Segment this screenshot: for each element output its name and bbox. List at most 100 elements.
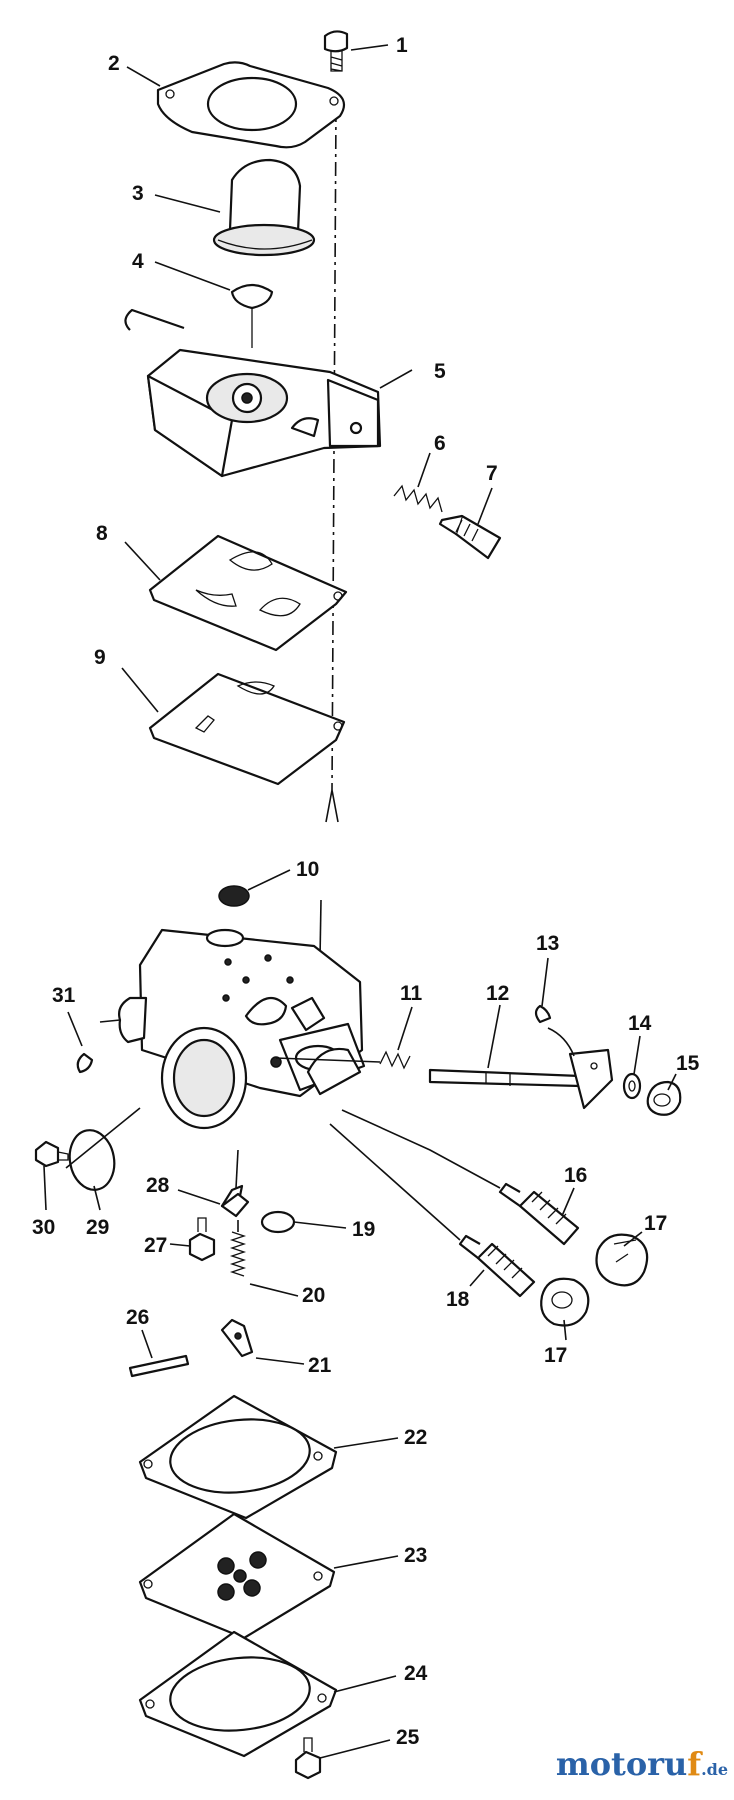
leader-2 [126, 66, 161, 87]
leader-17b [563, 1319, 567, 1341]
leader-27 [169, 1243, 191, 1247]
watermark-text-main: motoru [555, 1745, 688, 1783]
leader-12 [487, 1004, 501, 1069]
axis-line-lower [319, 899, 322, 959]
leader-21 [255, 1357, 305, 1365]
callout-8: 8 [96, 522, 108, 545]
callout-7: 7 [486, 462, 498, 485]
leader-20 [249, 1283, 299, 1297]
callout-16: 16 [564, 1164, 587, 1187]
part-13-e-clip [534, 1004, 552, 1024]
callout-31: 31 [52, 984, 76, 1007]
part-23-diaphragm [138, 1512, 336, 1640]
watermark-logo: motoruf.de [556, 1748, 728, 1780]
leader-1 [350, 44, 389, 51]
part-9-metering-diaphragm [148, 672, 346, 786]
leader-26 [141, 1329, 153, 1359]
leader-10 [247, 869, 291, 891]
part-29-line [65, 1107, 141, 1169]
part-17-limiter-cap-lower [540, 1277, 590, 1327]
callout-10: 10 [296, 858, 319, 881]
callout-13: 13 [536, 932, 559, 955]
part-26-lever-pin [128, 1354, 190, 1378]
part-11-lever-spring [275, 1050, 411, 1070]
callout-6: 6 [434, 432, 446, 455]
leader-18 [469, 1269, 485, 1287]
part-5-pump-body [124, 308, 382, 478]
leader-5 [379, 369, 413, 389]
watermark-text-domain: .de [701, 1760, 728, 1779]
callout-17b: 17 [544, 1344, 567, 1367]
callout-19: 19 [352, 1218, 375, 1241]
body-port [99, 1019, 121, 1023]
part-15-bushing [646, 1080, 682, 1116]
leader-17a [623, 1231, 643, 1247]
callout-27: 27 [144, 1234, 167, 1257]
part-19-check-disc [260, 1210, 296, 1234]
leader-14 [633, 1035, 641, 1075]
leader-7 [477, 487, 493, 525]
part-14-washer [622, 1072, 642, 1100]
part-22-gasket [138, 1394, 338, 1520]
part-20-metering-spring [229, 1220, 247, 1277]
callout-21: 21 [308, 1354, 332, 1377]
callout-11: 11 [400, 982, 423, 1005]
callout-28: 28 [146, 1174, 170, 1197]
leader-16 [561, 1187, 575, 1217]
part-8-pump-diaphragm [148, 534, 348, 652]
leader-8 [124, 541, 161, 581]
callout-4: 4 [132, 250, 144, 273]
leader-31 [67, 1011, 83, 1047]
callout-5: 5 [434, 360, 446, 383]
part-6-spring [393, 484, 443, 513]
callout-26: 26 [126, 1306, 149, 1329]
part-28-inlet-needle [220, 1149, 250, 1218]
leader-23 [333, 1555, 399, 1569]
axis-arrow-icon [325, 789, 339, 823]
leader-29 [93, 1185, 101, 1211]
callout-3: 3 [132, 182, 144, 205]
leader-3 [154, 194, 221, 213]
leader-24 [333, 1675, 397, 1693]
part-12-throttle-shaft [428, 1027, 614, 1110]
leader-19 [293, 1221, 347, 1229]
callout-23: 23 [404, 1544, 427, 1567]
leader-9 [121, 667, 159, 713]
callout-2: 2 [108, 52, 120, 75]
part-21-metering-lever [220, 1318, 254, 1358]
callout-20: 20 [302, 1284, 325, 1307]
part-18-low-speed-needle [329, 1123, 536, 1298]
callout-22: 22 [404, 1426, 427, 1449]
assembly-axis-line [331, 107, 337, 791]
part-2-cover-plate [156, 61, 346, 149]
part-10-filter-screen [218, 885, 250, 907]
leader-28 [177, 1189, 221, 1205]
leader-30 [43, 1165, 47, 1211]
callout-14: 14 [628, 1012, 652, 1035]
part-7-adjust-screw [438, 514, 502, 560]
part-17-limiter-cap-upper [595, 1233, 649, 1287]
leader-11 [397, 1006, 413, 1051]
callout-1: 1 [396, 34, 408, 57]
leader-25 [319, 1739, 391, 1759]
part-3-filter-cup [212, 158, 316, 257]
callout-12: 12 [486, 982, 509, 1005]
part-30-screw [34, 1140, 69, 1168]
callout-29: 29 [86, 1216, 109, 1239]
callout-24: 24 [404, 1662, 428, 1685]
part-4-check-valve [230, 283, 274, 348]
part-25-cover-screw [294, 1737, 322, 1780]
watermark-text-accent: f [687, 1745, 702, 1783]
leader-6 [417, 452, 431, 488]
part-1-screw [323, 30, 349, 72]
carburetor-body [118, 928, 366, 1130]
part-24-cover [138, 1630, 338, 1758]
part-16-high-speed-needle [341, 1109, 580, 1246]
leader-15 [667, 1073, 677, 1091]
leader-13 [541, 957, 549, 1007]
callout-18: 18 [446, 1288, 470, 1311]
leader-4 [154, 261, 231, 291]
part-29-welch-plug [68, 1129, 116, 1191]
callout-15: 15 [676, 1052, 700, 1075]
